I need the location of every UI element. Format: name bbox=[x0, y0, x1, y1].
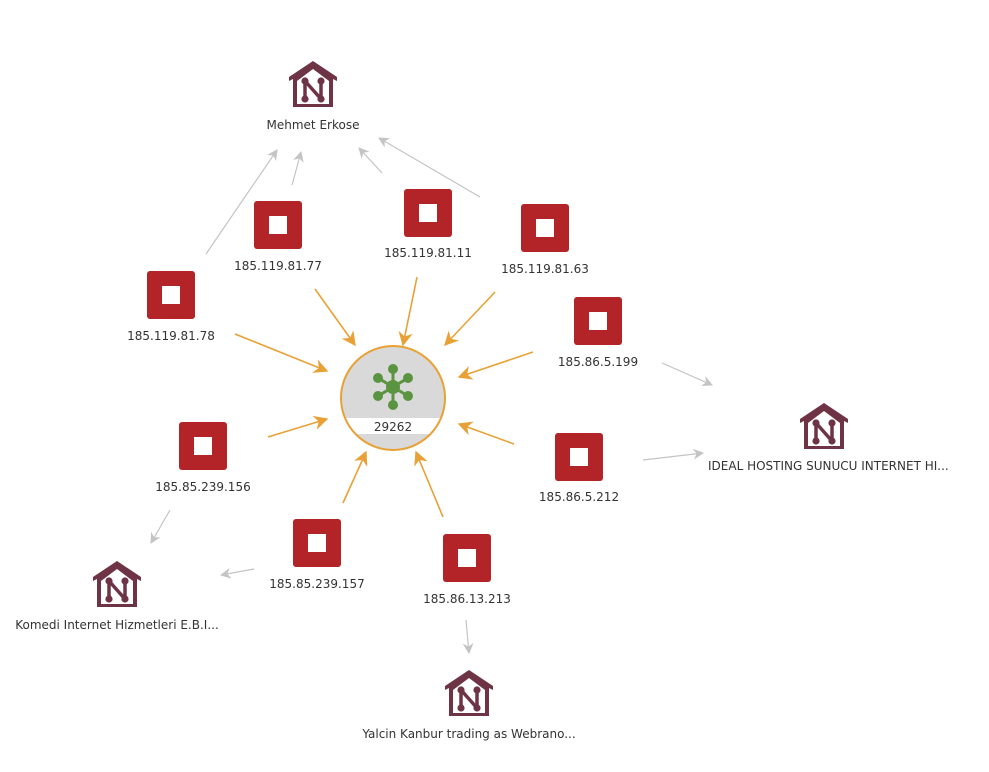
asn-label: 29262 bbox=[374, 420, 412, 434]
edge-ip-to-owner bbox=[642, 448, 705, 461]
edge-ip-to-asn bbox=[267, 415, 329, 438]
edge-ip-to-asn bbox=[457, 351, 534, 380]
edge-ip-to-owner bbox=[150, 509, 171, 544]
edge-ip-to-owner bbox=[378, 137, 481, 198]
ip-node[interactable]: 185.119.81.78 bbox=[127, 271, 215, 343]
ip-label: 185.86.5.199 bbox=[558, 355, 638, 369]
owner-node[interactable]: Mehmet Erkose bbox=[267, 61, 360, 132]
ip-address-icon-inner bbox=[308, 534, 326, 552]
owner-node[interactable]: IDEAL HOSTING SUNUCU INTERNET HI... bbox=[708, 403, 949, 473]
owner-label: IDEAL HOSTING SUNUCU INTERNET HI... bbox=[708, 459, 949, 473]
ip-address-icon-inner bbox=[458, 549, 476, 567]
edge-ip-to-owner bbox=[462, 619, 474, 655]
ip-address-icon-inner bbox=[162, 286, 180, 304]
owner-label: Yalcin Kanbur trading as Webrano... bbox=[361, 727, 575, 741]
owner-node[interactable]: Yalcin Kanbur trading as Webrano... bbox=[361, 670, 576, 741]
edge-ip-to-owner bbox=[661, 362, 713, 387]
ip-address-icon-inner bbox=[269, 216, 287, 234]
ip-node[interactable]: 185.85.239.157 bbox=[269, 519, 365, 591]
edge-ip-to-asn bbox=[414, 450, 444, 518]
ip-label: 185.119.81.11 bbox=[384, 246, 472, 260]
ip-label: 185.86.5.212 bbox=[539, 490, 619, 504]
ip-node[interactable]: 185.86.5.212 bbox=[539, 433, 619, 504]
ip-address-icon-inner bbox=[589, 312, 607, 330]
owner-label: Komedi Internet Hizmetleri E.B.I... bbox=[15, 618, 219, 632]
edge-ip-to-asn bbox=[398, 276, 418, 347]
ip-address-icon-inner bbox=[419, 204, 437, 222]
ip-label: 185.119.81.63 bbox=[501, 262, 589, 276]
organization-house-icon bbox=[289, 61, 337, 107]
ip-label: 185.86.13.213 bbox=[423, 592, 511, 606]
edge-ip-to-asn bbox=[444, 291, 496, 347]
edge-ip-to-asn bbox=[314, 288, 356, 347]
ip-node[interactable]: 185.85.239.156 bbox=[155, 422, 251, 494]
organization-house-icon bbox=[445, 670, 493, 716]
owner-node[interactable]: Komedi Internet Hizmetleri E.B.I... bbox=[15, 561, 219, 632]
edge-ip-to-asn bbox=[342, 450, 368, 504]
owner-label: Mehmet Erkose bbox=[267, 118, 360, 132]
ip-node[interactable]: 185.119.81.63 bbox=[501, 204, 589, 276]
ip-node[interactable]: 185.119.81.11 bbox=[384, 189, 472, 260]
edge-ip-to-owner bbox=[358, 147, 383, 174]
edge-ip-to-asn bbox=[457, 421, 515, 445]
edge-ip-to-owner bbox=[291, 150, 304, 186]
edge-ip-to-owner bbox=[219, 567, 255, 579]
ip-node[interactable]: 185.86.5.199 bbox=[558, 297, 638, 369]
ip-label: 185.85.239.157 bbox=[269, 577, 364, 591]
ip-label: 185.85.239.156 bbox=[155, 480, 250, 494]
ip-node[interactable]: 185.119.81.77 bbox=[234, 201, 322, 273]
organization-house-icon bbox=[93, 561, 141, 607]
ip-label: 185.119.81.78 bbox=[127, 329, 215, 343]
ip-address-icon-inner bbox=[194, 437, 212, 455]
ip-address-icon-inner bbox=[570, 448, 588, 466]
network-hub-icon bbox=[373, 364, 413, 410]
edge-ip-to-owner bbox=[205, 149, 278, 255]
ip-address-icon-inner bbox=[536, 219, 554, 237]
organization-house-icon bbox=[800, 403, 848, 449]
edge-ip-to-asn bbox=[234, 333, 329, 373]
ip-label: 185.119.81.77 bbox=[234, 259, 322, 273]
ip-node[interactable]: 185.86.13.213 bbox=[423, 534, 511, 606]
asn-node[interactable]: 29262 bbox=[340, 345, 446, 451]
